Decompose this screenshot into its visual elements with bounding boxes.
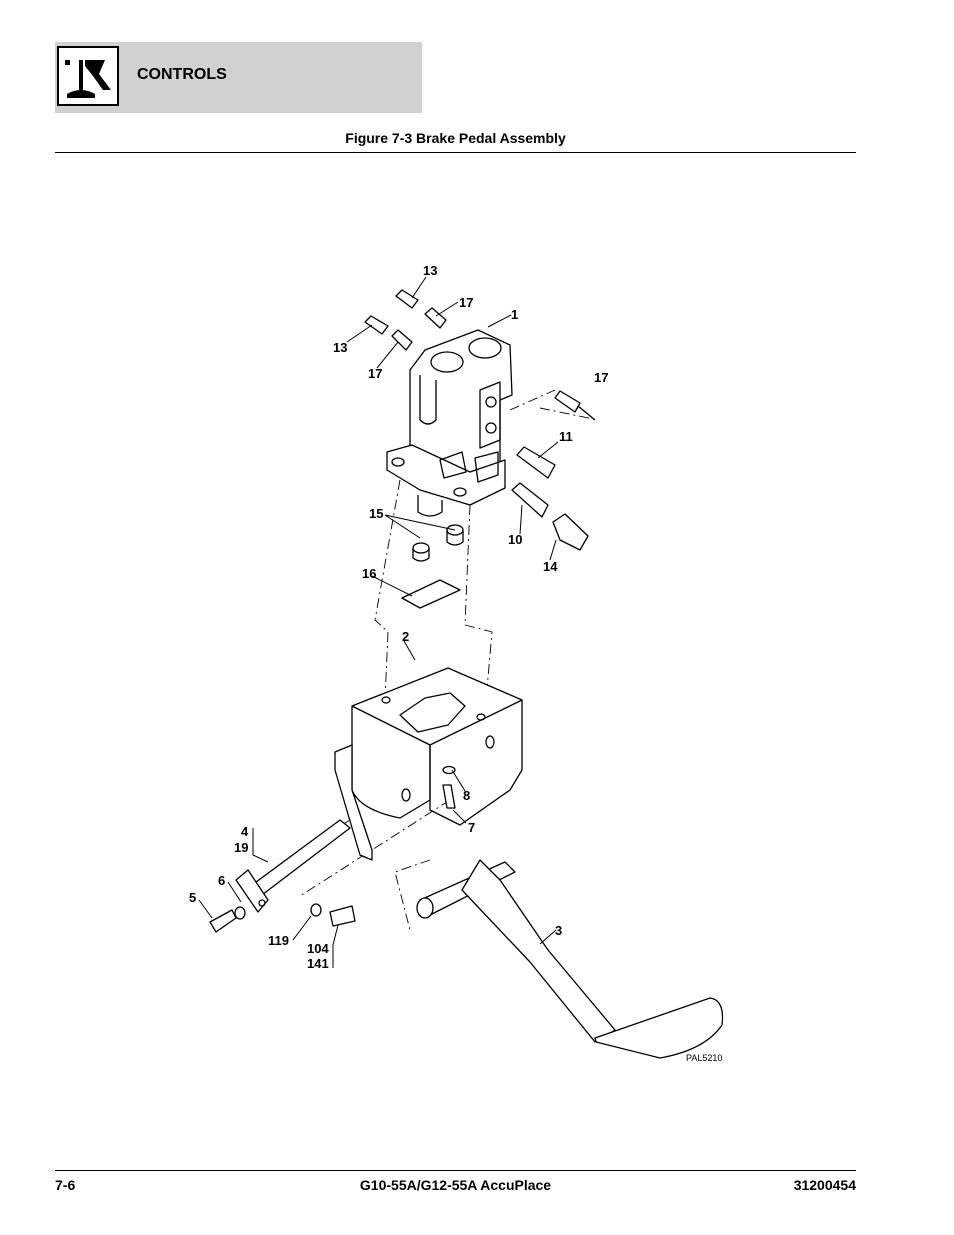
callout-7: 7	[468, 820, 475, 835]
leader-lines	[198, 276, 559, 968]
callout-17-right: 17	[594, 370, 608, 385]
fitting-10	[511, 482, 549, 518]
callout-119: 119	[268, 933, 289, 948]
callout-4: 4	[241, 824, 249, 839]
brake-valve-body	[386, 329, 513, 517]
callout-104: 104	[307, 941, 329, 956]
brake-pedal-3	[416, 859, 724, 1059]
header-rule	[55, 152, 856, 153]
callout-10: 10	[508, 532, 522, 547]
fitting-14	[552, 513, 589, 551]
callout-2: 2	[402, 629, 409, 644]
callout-17-left: 17	[368, 366, 382, 381]
joystick-controls-icon	[57, 46, 119, 106]
callout-14: 14	[543, 559, 558, 574]
callout-15: 15	[369, 506, 383, 521]
figure-title: Figure 7-3 Brake Pedal Assembly	[345, 130, 566, 146]
footer-rule	[55, 1170, 856, 1171]
callout-17-top: 17	[459, 295, 473, 310]
bushing-15	[412, 524, 464, 562]
document-number: 31200454	[793, 1177, 856, 1193]
callout-11: 11	[559, 429, 573, 444]
callout-13-top: 13	[423, 263, 437, 278]
fitting-17-right	[554, 390, 596, 421]
callout-labels: 13 17 1 13 17 17 11 15 10 14 16 2 8 7 4 …	[189, 263, 608, 971]
bolt-5	[209, 906, 246, 933]
model-name: G10-55A/G12-55A AccuPlace	[359, 1177, 552, 1193]
drawing-code: PAL5210	[686, 1053, 722, 1063]
shim-16	[401, 579, 461, 609]
section-title: CONTROLS	[137, 66, 227, 83]
fitting-11	[516, 446, 556, 479]
bolt-7	[442, 765, 456, 809]
callout-5: 5	[189, 890, 196, 905]
bracket-2	[334, 667, 523, 861]
callout-1: 1	[511, 307, 518, 322]
pivot-shaft-4	[235, 819, 351, 913]
callout-19: 19	[234, 840, 248, 855]
bolt-104	[310, 903, 356, 927]
page-number: 7-6	[55, 1177, 76, 1193]
callout-141: 141	[307, 956, 329, 971]
callout-16: 16	[362, 566, 376, 581]
callout-3: 3	[555, 923, 562, 938]
fitting-13-upper	[364, 289, 447, 351]
callout-8: 8	[463, 788, 470, 803]
callout-6: 6	[218, 873, 225, 888]
callout-13-left: 13	[333, 340, 347, 355]
